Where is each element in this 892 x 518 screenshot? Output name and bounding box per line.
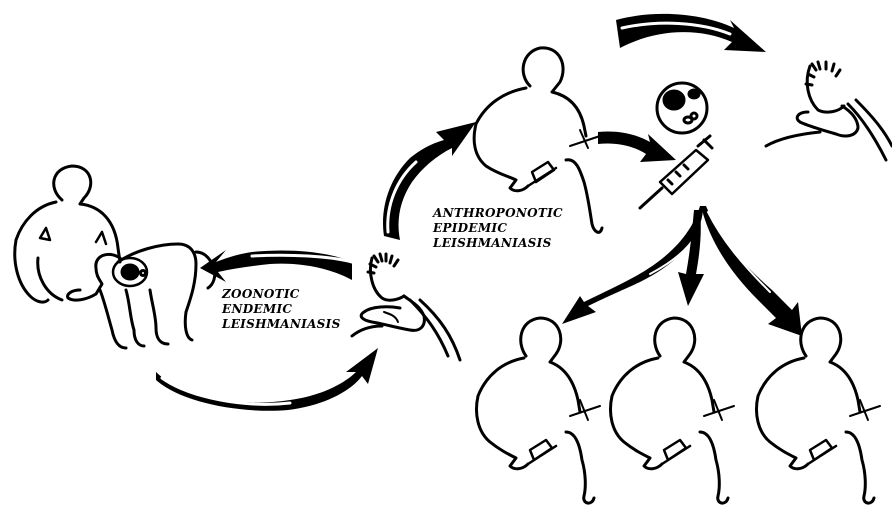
cycle-arrow-icon (562, 206, 706, 324)
human-figure-icon (757, 318, 881, 503)
anthroponotic-line-1: ANTHROPONOTIC (433, 206, 563, 221)
sandfly-icon (766, 62, 892, 160)
cycle-arrow-icon (156, 348, 378, 411)
anthroponotic-label: ANTHROPONOTIC EPIDEMIC LEISHMANIASIS (433, 206, 563, 251)
human-figure-icon (474, 48, 602, 232)
cycle-arrow-icon (616, 14, 766, 52)
parasitized-cell-icon (657, 83, 707, 133)
zoonotic-label: ZOONOTIC ENDEMIC LEISHMANIASIS (222, 287, 341, 332)
zoonotic-line-1: ZOONOTIC (222, 287, 341, 302)
cycle-arrow-icon (702, 206, 802, 336)
zoonotic-line-3: LEISHMANIASIS (222, 317, 341, 332)
cycle-arrow-icon (598, 131, 676, 162)
cycle-arrow-icon (200, 250, 352, 282)
anthroponotic-line-3: LEISHMANIASIS (433, 236, 563, 251)
sandfly-icon (352, 254, 460, 360)
anthroponotic-line-2: EPIDEMIC (433, 221, 563, 236)
human-figure-icon (611, 318, 735, 503)
zoonotic-line-2: ENDEMIC (222, 302, 341, 317)
human-figure-icon (15, 166, 120, 302)
dog-icon (68, 232, 215, 348)
human-figure-icon (477, 318, 601, 503)
cycle-arrow-icon (678, 210, 704, 306)
